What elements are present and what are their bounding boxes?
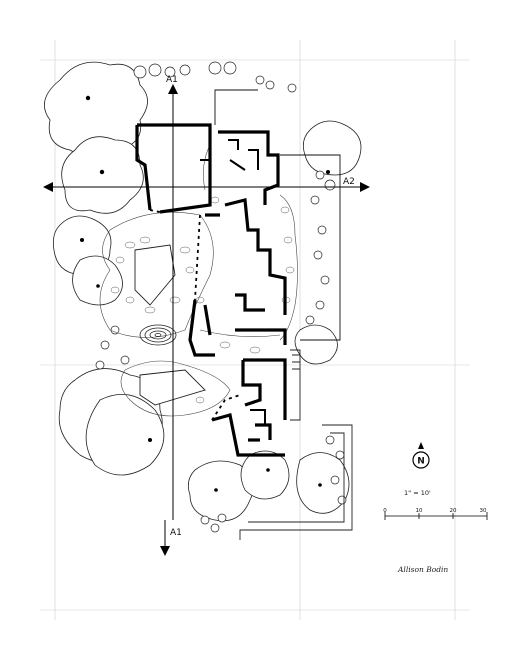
section-arrow-heads	[43, 84, 370, 556]
arrow-a2-right-icon	[360, 182, 370, 192]
scale-tick-10: 10	[416, 508, 423, 514]
arrow-a1-bottom-icon	[160, 546, 170, 556]
tree-canopies	[43, 61, 362, 522]
interior-walls	[200, 139, 266, 425]
section-label-a1-top: A1	[166, 75, 178, 85]
section-label-a1-bottom: A1	[170, 528, 182, 538]
tree-trunks	[80, 95, 330, 492]
stone-texture	[110, 196, 295, 404]
scale-ratio: 1" = 10'	[404, 489, 431, 497]
scale-bar	[384, 512, 488, 520]
arrow-a2-left-icon	[43, 182, 53, 192]
designer-signature: Allison Bodin	[397, 565, 448, 574]
section-label-a2: A2	[343, 177, 355, 187]
dashed-openings	[149, 209, 241, 421]
deck-outlines	[239, 349, 353, 540]
scale-tick-20: 20	[450, 508, 457, 514]
contour-boulder	[139, 324, 177, 346]
shrub-clusters	[95, 61, 347, 533]
leader-lines	[214, 89, 341, 341]
stone-beds	[99, 144, 298, 417]
scale-tick-30: 30	[480, 508, 487, 514]
scale-tick-0: 0	[383, 508, 387, 514]
arrow-a1-top-icon	[168, 84, 178, 94]
north-arrow-icon: N	[412, 442, 430, 469]
lawn-patches	[134, 244, 206, 406]
north-letter: N	[417, 457, 425, 467]
section-line-a1	[164, 92, 174, 548]
